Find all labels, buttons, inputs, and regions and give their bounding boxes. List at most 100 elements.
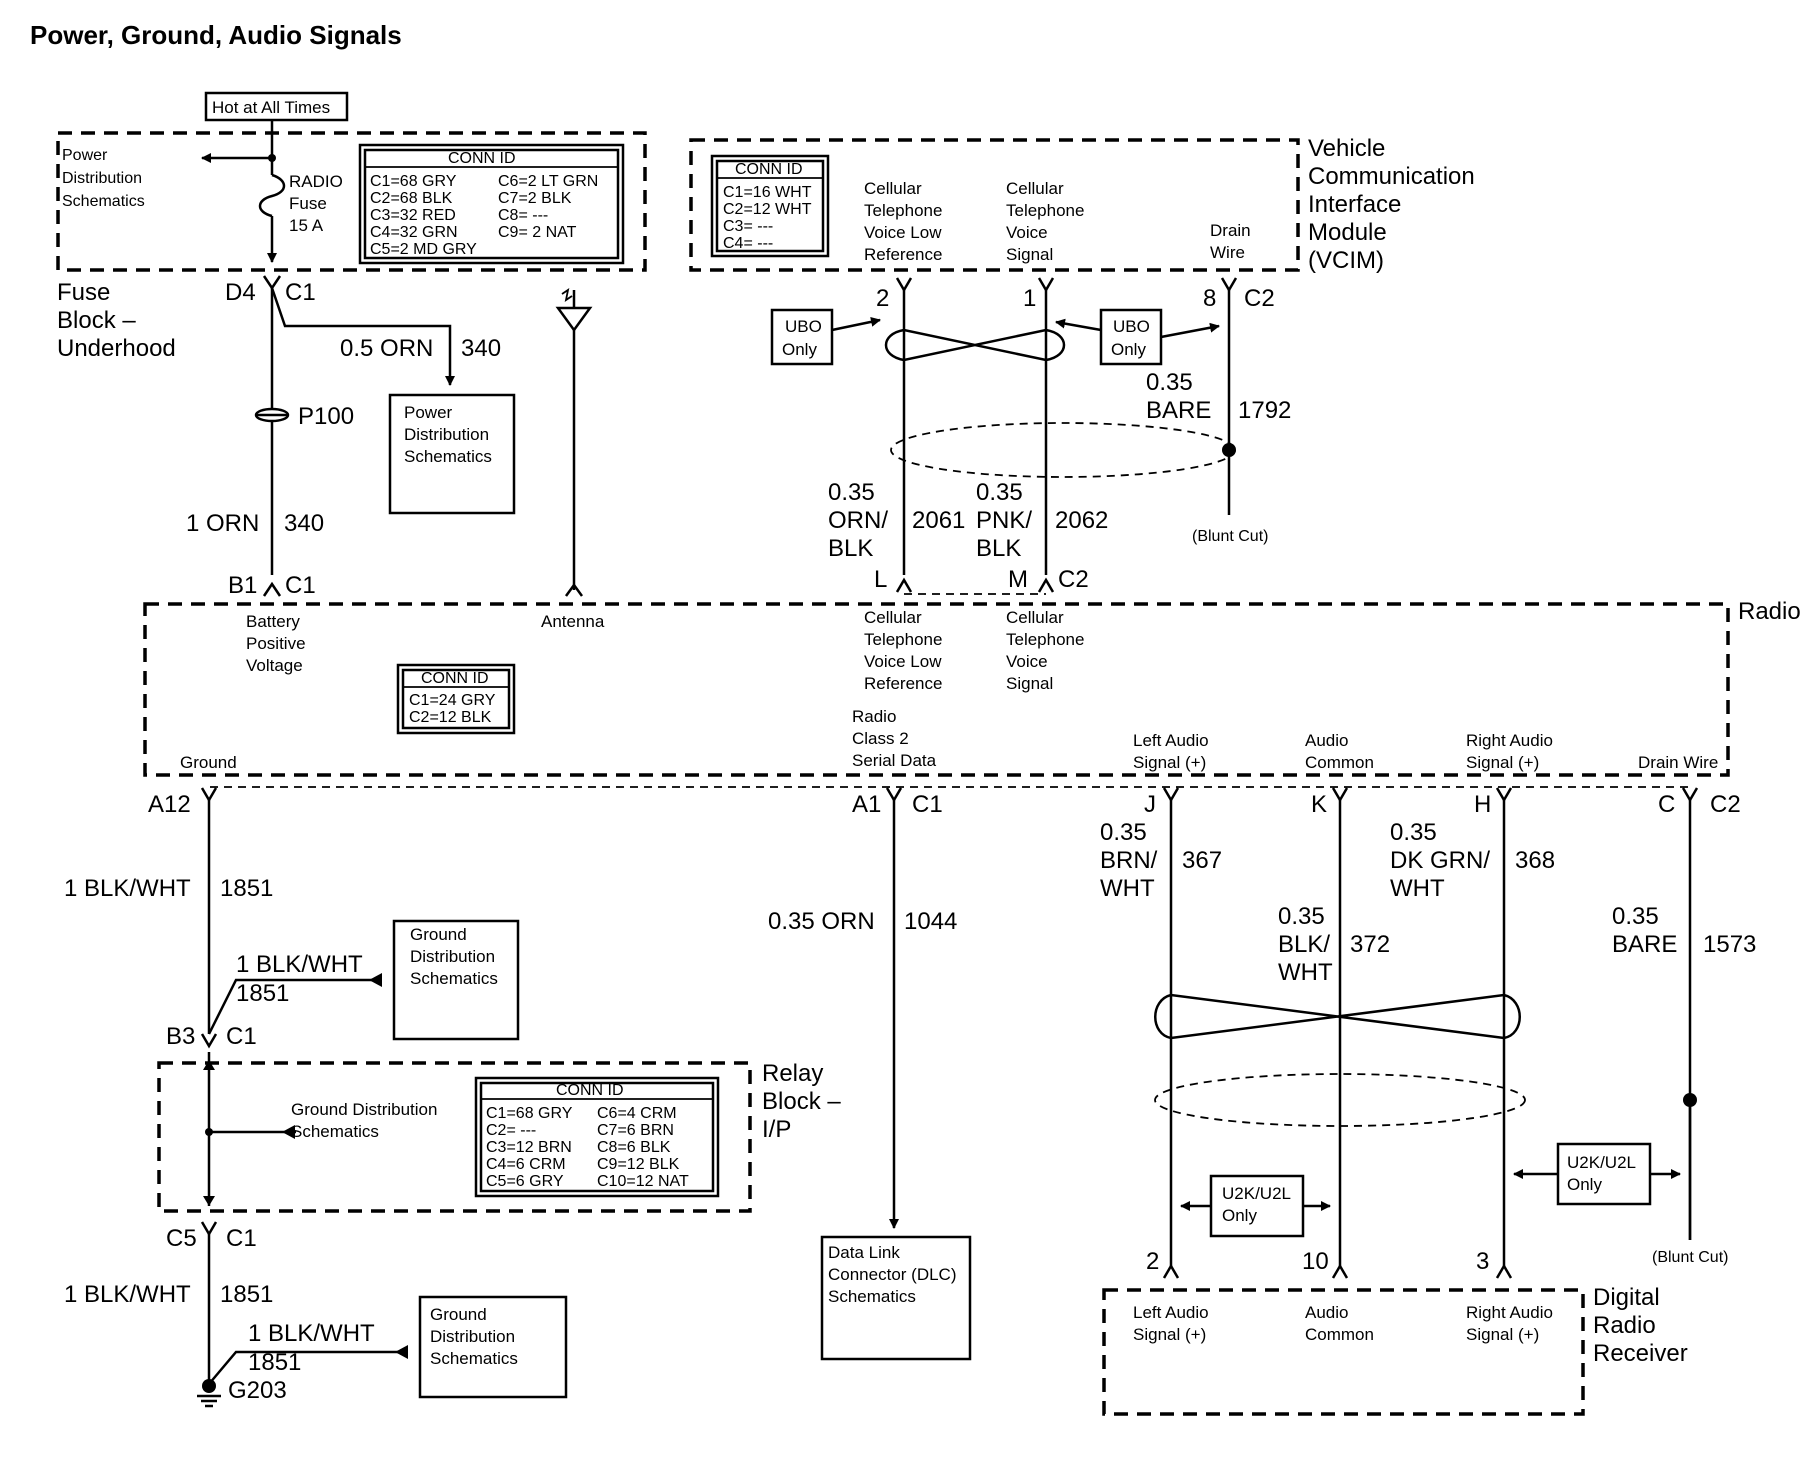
drr-pin-2: 2 (1146, 1248, 1159, 1275)
conn-right-2: C7=2 BLK (498, 190, 572, 207)
wire-b-2: PNK/ (976, 507, 1032, 534)
serial-wire-circuit: 1044 (904, 908, 957, 935)
wire-340-branch (270, 287, 455, 386)
conn-left-5: C5=2 MD GRY (370, 241, 477, 258)
relay-name-3: I/P (762, 1116, 791, 1143)
gnd-wire-circuit-1: 1851 (220, 875, 273, 902)
relay-conn-l3: C3=12 BRN (486, 1139, 572, 1156)
drain-circuit: 1792 (1238, 397, 1291, 424)
drain-wire-circuit: 1573 (1703, 931, 1756, 958)
wire-b-circuit: 2062 (1055, 507, 1108, 534)
radio-outline (143, 602, 1730, 777)
right-wire-3: WHT (1390, 875, 1445, 902)
gnd-wire-circuit-4: 1851 (248, 1349, 301, 1376)
radio-conn-c2b: C2 (1710, 791, 1741, 818)
relay-gd-1: Ground Distribution (291, 1100, 437, 1119)
ground-path: 1 BLK/WHT 1851 1 BLK/WHT 1851 Ground Dis… (64, 800, 841, 1408)
drr-pin-3: 3 (1476, 1248, 1489, 1275)
relay-conn-l4: C4=6 CRM (486, 1156, 566, 1173)
fuse-label-1: RADIO (289, 172, 343, 191)
radio-cell-low-2: Telephone (864, 630, 942, 649)
ubo-right-2: Only (1111, 340, 1146, 359)
vcim-conn-4: C4= --- (723, 235, 773, 252)
drr-outline (1102, 1288, 1585, 1416)
twisted-pair-audio (1154, 993, 1521, 1040)
drain-size: 0.35 (1146, 369, 1193, 396)
wire-a-1: 0.35 (828, 479, 875, 506)
twisted-pair-vcim (884, 328, 1066, 362)
vcim-col1-3: Voice Low (864, 223, 942, 242)
ubo-left-2: Only (782, 340, 817, 359)
radio-pin-a1: A1 (852, 791, 881, 818)
wire-b-3: BLK (976, 535, 1021, 562)
relay-name-2: Block – (762, 1088, 841, 1115)
power-dist-label-1: Power (62, 147, 108, 164)
vcim-pin-1: 1 (1023, 285, 1036, 312)
antenna-icon (555, 306, 593, 333)
conn-right-1: C6=2 LT GRN (498, 173, 598, 190)
right-wire-1: 0.35 (1390, 819, 1437, 846)
power-dist-box-2: Distribution (404, 425, 489, 444)
radio-conn-c1b: C1 (912, 791, 943, 818)
radio-cell-low-4: Reference (864, 674, 942, 693)
radio-pin-k: K (1311, 791, 1327, 818)
drr-pin-10: 10 (1302, 1248, 1329, 1275)
power-dist-label-2: Distribution (62, 170, 142, 187)
conn-left-3: C3=32 RED (370, 207, 456, 224)
pin-d4: D4 (225, 279, 256, 306)
ground-icon (197, 1394, 221, 1408)
gnd-pin-b3: B3 (166, 1023, 195, 1050)
drr-name-2: Radio (1593, 1312, 1656, 1339)
dlc-1: Data Link (828, 1243, 900, 1262)
conn-left-2: C2=68 BLK (370, 190, 453, 207)
conn-id-inner (363, 148, 620, 260)
vcim-col3-2: Wire (1210, 243, 1245, 262)
diagram-title: Power, Ground, Audio Signals (30, 20, 402, 50)
vcim-col2-2: Telephone (1006, 201, 1084, 220)
radio-cell-sig-4: Signal (1006, 674, 1053, 693)
audio-wires: 0.35 BRN/ WHT 367 0.35 BLK/ WHT 372 0.35… (1100, 800, 1756, 1266)
radio-cell-low-3: Voice Low (864, 652, 942, 671)
vcim-name-3: Interface (1308, 191, 1401, 218)
radio-audio-common-2: Common (1305, 753, 1374, 772)
ground-g203: G203 (228, 1377, 287, 1404)
ubo-right-1: UBO (1113, 317, 1150, 336)
common-wire-2: BLK/ (1278, 931, 1330, 958)
power-dist-box-3: Schematics (404, 447, 492, 466)
blunt-cut-audio: (Blunt Cut) (1652, 1249, 1728, 1266)
power-dist-box-1: Power (404, 403, 453, 422)
wire-branch-circuit: 340 (461, 335, 501, 362)
drr-common-2: Common (1305, 1325, 1374, 1344)
radio-cell-sig-1: Cellular (1006, 608, 1064, 627)
gnd-branch-2 (208, 1350, 408, 1385)
ground-dot (202, 1379, 216, 1393)
common-wire-3: WHT (1278, 959, 1333, 986)
splice-label: P100 (298, 403, 354, 430)
dlc-2: Connector (DLC) (828, 1265, 957, 1284)
connector-d4 (262, 275, 282, 291)
shield-audio (1154, 1073, 1526, 1127)
gnd-wire-circuit-3: 1851 (220, 1281, 273, 1308)
radio-cell-sig-2: Telephone (1006, 630, 1084, 649)
vcim-col1-1: Cellular (864, 179, 922, 198)
vcim-outline (689, 138, 1300, 272)
drr-name-3: Receiver (1593, 1340, 1688, 1367)
gd2-2: Distribution (430, 1327, 515, 1346)
vcim-conn-1: C1=16 WHT (723, 184, 812, 201)
serial-label-3: Serial Data (852, 751, 937, 770)
conn-right-3: C8= --- (498, 207, 548, 224)
battery-label-1: Battery (246, 612, 300, 631)
hot-label: Hot at All Times (212, 98, 330, 117)
conn-c1-top: C1 (285, 279, 316, 306)
gd1-2: Distribution (410, 947, 495, 966)
feed-splice-dot (268, 154, 276, 162)
antenna-label: Antenna (541, 612, 605, 631)
serial-label-2: Class 2 (852, 729, 909, 748)
conn-left-4: C4=32 GRN (370, 224, 458, 241)
fuse-symbol (258, 173, 286, 218)
radio-right-audio-2: Signal (+) (1466, 753, 1539, 772)
radio-left-audio-1: Left Audio (1133, 731, 1209, 750)
gd1-1: Ground (410, 925, 467, 944)
ground-dist-box-1 (392, 919, 520, 1041)
drr-common-1: Audio (1305, 1303, 1348, 1322)
